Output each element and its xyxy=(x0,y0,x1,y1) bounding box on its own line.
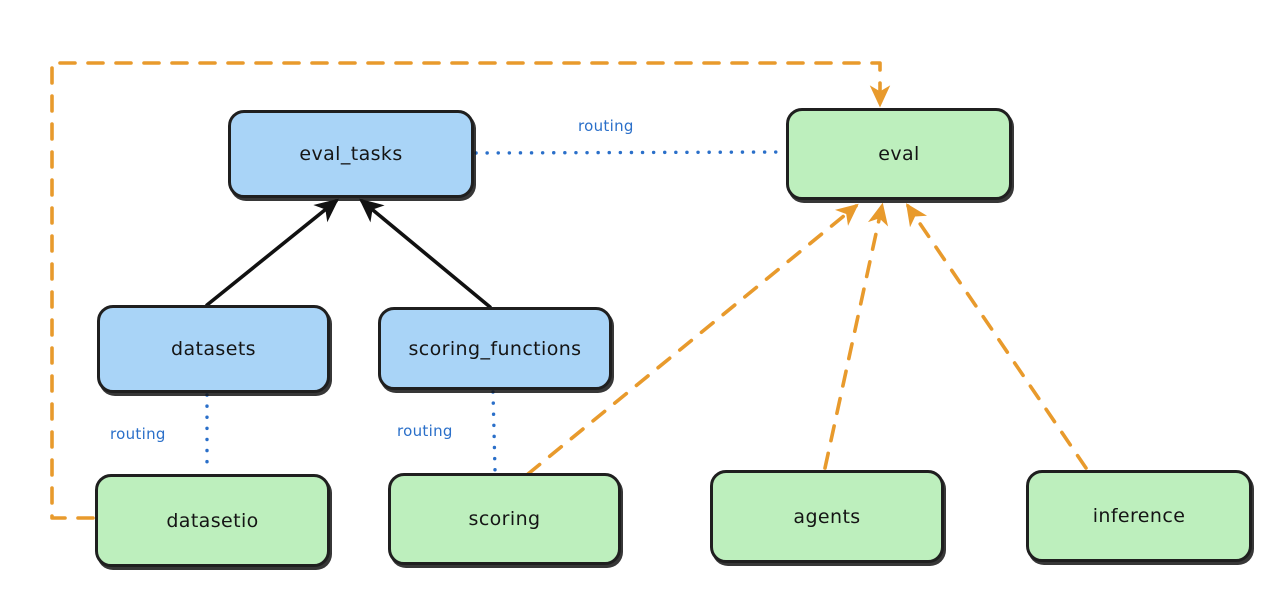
edge-label-routing-scoring-functions: routing xyxy=(397,422,453,440)
node-datasets[interactable]: datasets xyxy=(97,305,330,393)
node-label-scoring: scoring xyxy=(468,508,541,530)
edge-scoring_functions-to-eval_tasks xyxy=(359,198,492,309)
node-label-eval_tasks: eval_tasks xyxy=(299,143,403,165)
node-label-agents: agents xyxy=(793,505,861,528)
node-eval_tasks[interactable]: eval_tasks xyxy=(228,110,474,198)
edge-inference-to-eval xyxy=(906,203,1088,470)
node-label-scoring_functions: scoring_functions xyxy=(408,337,582,360)
node-label-datasetio: datasetio xyxy=(166,509,259,532)
node-agents[interactable]: agents xyxy=(710,470,944,563)
node-label-inference: inference xyxy=(1092,505,1186,527)
edges-group xyxy=(50,61,1088,520)
node-label-datasets: datasets xyxy=(171,338,256,360)
edge-agents-to-eval xyxy=(823,202,889,470)
node-scoring_functions[interactable]: scoring_functions xyxy=(378,307,612,390)
edge-label-routing-datasets: routing xyxy=(110,425,166,443)
edge-scoring-to-eval xyxy=(526,203,859,476)
edge-datasets-to-eval_tasks xyxy=(205,198,339,307)
edge-datasetio-to-eval xyxy=(50,61,891,520)
node-datasetio[interactable]: datasetio xyxy=(95,474,330,567)
edge-eval_tasks-to-eval xyxy=(474,150,786,155)
edge-label-routing-eval-tasks: routing xyxy=(578,117,634,135)
node-scoring[interactable]: scoring xyxy=(388,473,621,565)
node-label-eval: eval xyxy=(878,143,920,165)
node-eval[interactable]: eval xyxy=(786,108,1012,200)
node-inference[interactable]: inference xyxy=(1026,470,1252,562)
edge-scoring_functions-to-scoring xyxy=(491,390,497,472)
